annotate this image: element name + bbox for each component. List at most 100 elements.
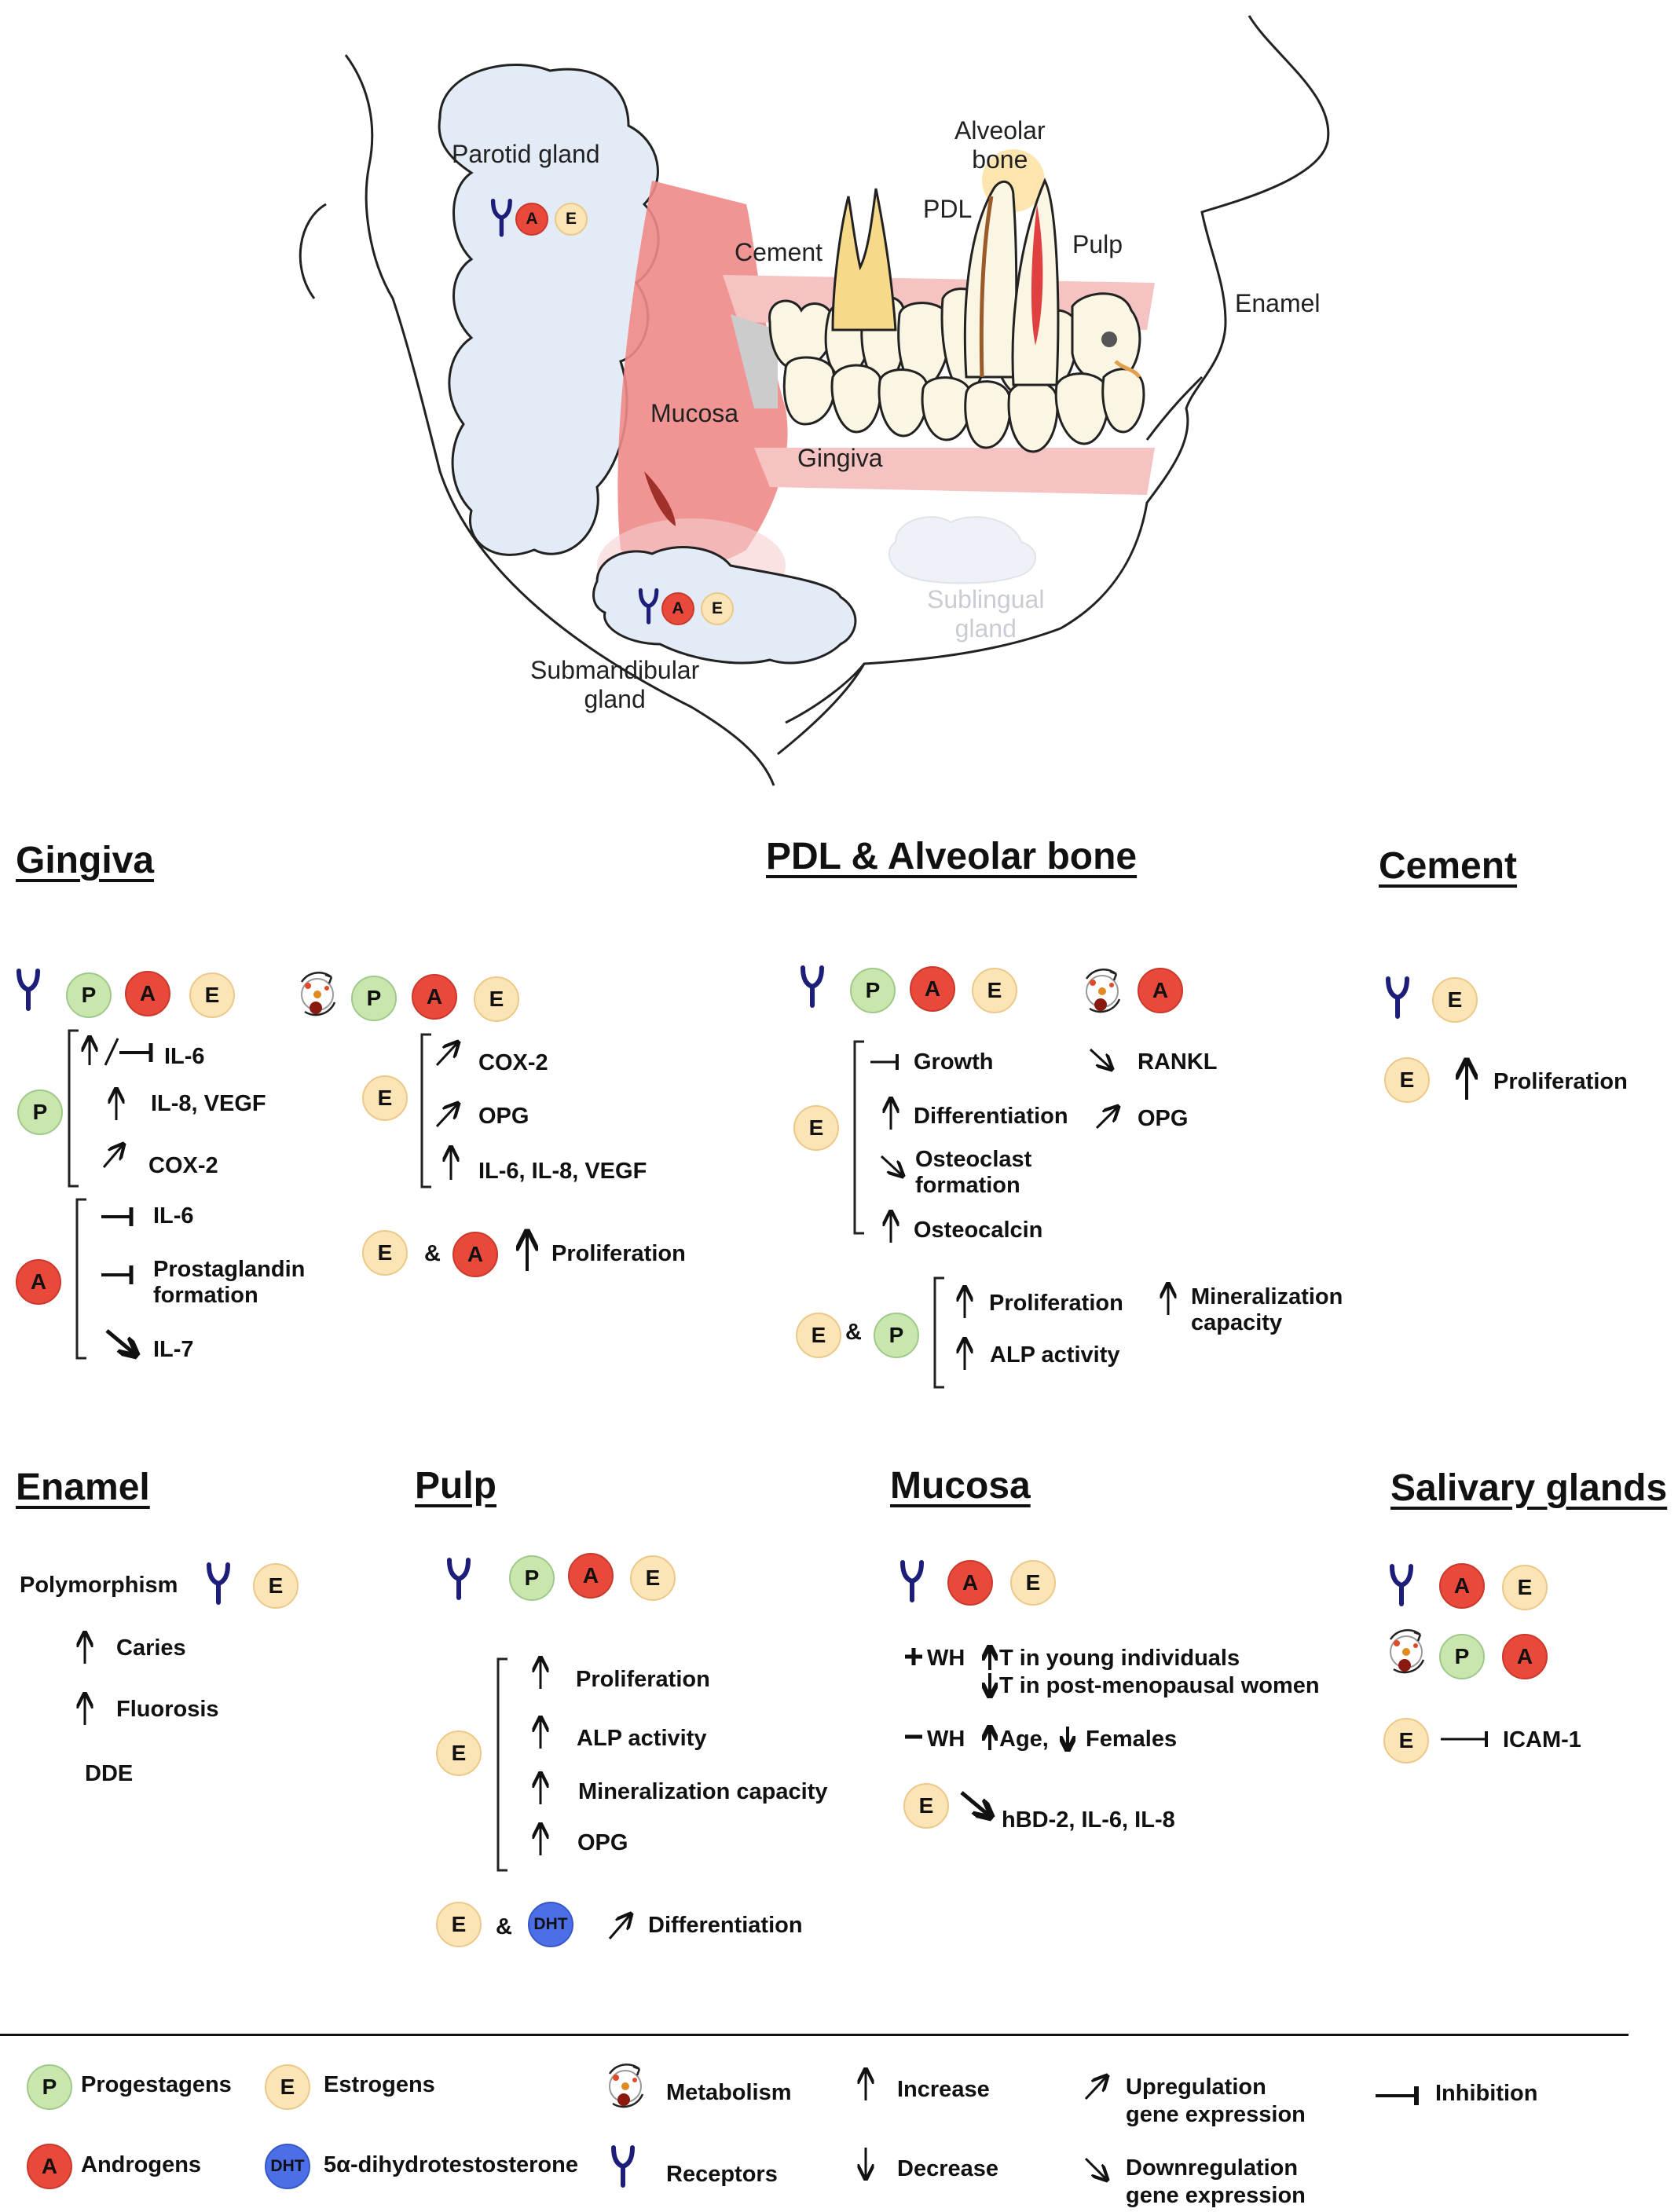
legend-metabolism: Metabolism — [666, 2080, 792, 2105]
pdl-ep-right: Mineralization capacity — [1191, 1284, 1343, 1336]
receptor-icon — [610, 2144, 637, 2188]
estrogen-badge: E — [474, 976, 519, 1022]
increase-arrow-icon — [1458, 1059, 1475, 1100]
receptor-icon — [638, 588, 663, 628]
legend-decrease: Decrease — [897, 2156, 998, 2181]
legend-inhibition: Inhibition — [1435, 2081, 1538, 2106]
downregulation-icon — [880, 1155, 907, 1180]
downregulation-icon — [1084, 2157, 1111, 2184]
estrogen-badge: E — [1502, 1565, 1548, 1610]
label-submandibular-gland: Submandibular gland — [530, 656, 700, 713]
progestagen-badge: P — [17, 1090, 63, 1135]
mucosa-wh: WH — [927, 1727, 965, 1752]
pdl-e-item: Osteoclast formation — [915, 1147, 1032, 1199]
increase-arrow-icon — [883, 1210, 899, 1243]
enamel-dde: DDE — [85, 1761, 134, 1786]
mucosa-e-result: hBD-2, IL-6, IL-8 — [1002, 1807, 1175, 1833]
label-mucosa: Mucosa — [650, 399, 739, 427]
receptor-icon — [206, 1562, 233, 1606]
gingiva-e-item: COX-2 — [478, 1050, 548, 1075]
increase-arrow-icon — [533, 1771, 548, 1804]
pdl-e-item: Growth — [914, 1049, 994, 1075]
label-enamel: Enamel — [1235, 289, 1321, 317]
bracket — [75, 1198, 86, 1360]
upregulation-icon — [435, 1100, 462, 1128]
increase-arrow-icon — [858, 2067, 874, 2100]
label-cement: Cement — [735, 238, 823, 266]
legend-upregulation: Upregulation gene expression — [1126, 2075, 1306, 2127]
mucosa-females: Females — [1086, 1727, 1178, 1752]
mucosa-postmeno: T in post-menopausal women — [999, 1673, 1320, 1698]
pulp-e-item: ALP activity — [577, 1726, 707, 1751]
increase-arrow-icon — [533, 1822, 548, 1855]
enamel-title: Enamel — [16, 1467, 150, 1508]
downregulation-icon — [1089, 1048, 1116, 1073]
pulp-edht-result: Differentiation — [648, 1913, 803, 1938]
pulp-title: Pulp — [415, 1465, 496, 1507]
plus-icon — [905, 1648, 922, 1665]
pdl-ep-item: Proliferation — [989, 1291, 1123, 1316]
receptor-icon — [1385, 976, 1412, 1020]
estrogen-badge: E — [903, 1783, 949, 1829]
cement-tooth — [831, 188, 897, 331]
increase-arrow-icon — [77, 1692, 93, 1725]
increase-arrow-icon — [108, 1087, 124, 1120]
receptor-icon — [1389, 1563, 1416, 1607]
bracket — [933, 1276, 944, 1389]
gingiva-a-item: IL-7 — [153, 1337, 194, 1362]
estrogen-badge: E — [1383, 1718, 1429, 1763]
androgen-badge: A — [1138, 968, 1183, 1013]
increase-arrow-icon — [981, 1725, 998, 1750]
legend-downregulation: Downregulation gene expression — [1126, 2155, 1306, 2208]
downregulation-icon — [105, 1329, 140, 1359]
pdl-e-right: RANKL — [1138, 1049, 1218, 1075]
estrogen-badge: E — [1384, 1057, 1430, 1103]
pulp-e-item: OPG — [577, 1830, 628, 1855]
androgen-badge: A — [568, 1553, 614, 1599]
progestagen-badge: P — [351, 976, 397, 1021]
dht-badge: DHT — [528, 1902, 573, 1947]
estrogen-badge: E — [630, 1555, 676, 1601]
bracket — [853, 1040, 864, 1235]
downregulation-icon — [960, 1791, 995, 1821]
increase-arrow-icon — [443, 1145, 459, 1180]
gingiva-title: Gingiva — [16, 840, 155, 881]
legend-dht: 5α-dihydrotestosterone — [324, 2152, 578, 2177]
estrogen-badge: E — [1432, 977, 1478, 1023]
estrogen-badge: E — [362, 1075, 408, 1121]
legend-divider — [0, 2034, 1629, 2036]
androgen-badge: A — [1439, 1563, 1485, 1609]
progestagen-badge: P — [66, 972, 112, 1018]
ampersand: & — [845, 1320, 862, 1345]
estrogen-badge: E — [972, 968, 1017, 1013]
increase-arrow-icon — [957, 1285, 973, 1318]
androgen-badge: A — [1502, 1634, 1548, 1679]
bracket — [68, 1029, 79, 1188]
legend-increase: Increase — [897, 2077, 990, 2102]
mucosa-wh: WH — [927, 1646, 965, 1671]
pdl-title: PDL & Alveolar bone — [766, 836, 1138, 877]
androgen-badge: A — [452, 1232, 498, 1277]
pdl-e-item: Osteocalcin — [914, 1218, 1043, 1243]
gingiva-lower — [754, 448, 1155, 495]
estrogen-badge: E — [555, 203, 588, 236]
androgen-badge: A — [947, 1560, 993, 1606]
inhibition-icon — [101, 1265, 134, 1284]
teeth — [768, 287, 1145, 453]
receptor-icon — [899, 1559, 926, 1603]
legend-progestagens: Progestagens — [81, 2072, 232, 2097]
progestagen-badge: P — [509, 1555, 555, 1601]
gingiva-p-item: IL-6 — [164, 1044, 205, 1069]
minus-icon — [905, 1734, 922, 1739]
anatomy-illustration — [299, 15, 1330, 786]
estrogen-badge: E — [1010, 1560, 1056, 1606]
estrogen-badge: E — [436, 1730, 482, 1776]
upregulation-icon — [1095, 1103, 1122, 1130]
dht-badge: DHT — [265, 2144, 310, 2189]
parotid-gland — [438, 64, 660, 556]
increase-inhibition-icon — [80, 1035, 153, 1066]
label-parotid-gland: Parotid gland — [452, 140, 600, 168]
metabolism-icon — [608, 2064, 644, 2108]
increase-arrow-icon — [533, 1656, 548, 1689]
label-alveolar-bone: Alveolar bone — [954, 116, 1046, 174]
